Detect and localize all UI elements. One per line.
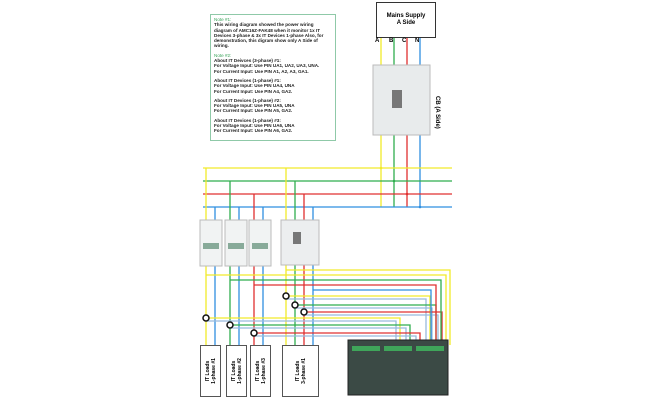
voltage-lead	[254, 284, 437, 345]
current-transformer	[291, 301, 299, 309]
ct-lead	[304, 314, 439, 345]
load-label: IT Loads 1-phase #2	[230, 358, 243, 384]
mains-supply-box: Mains Supply A Side	[376, 2, 436, 38]
ct-lead	[286, 295, 431, 345]
terminal-block	[352, 346, 380, 351]
ct-lead	[286, 298, 427, 345]
it-load-1phase-1: IT Loads 1-phase #1	[200, 345, 221, 397]
mcb-2-toggle	[228, 243, 244, 249]
voltage-lead	[206, 274, 447, 345]
load-label: IT Loads 1-phase #1	[204, 358, 217, 384]
voltage-lead	[230, 279, 442, 345]
ct-lead	[206, 320, 397, 345]
ct-lead	[230, 327, 407, 345]
note1-title: Note #1:	[214, 17, 232, 22]
voltage-lead	[286, 269, 451, 345]
ct-lead	[230, 324, 411, 345]
it-load-3phase-1: IT Loads 3-phase #1	[282, 345, 319, 397]
note2-block: About IT Devices (1-phase) #3: For Volta…	[214, 117, 295, 134]
current-transformer	[282, 292, 290, 300]
branch-breaker-3phase	[280, 219, 320, 266]
current-transformer	[226, 321, 234, 329]
current-transformer	[202, 314, 210, 322]
phase-label-b: B	[389, 38, 394, 44]
note2-block: About IT Devices (1-phase) #2: For Volta…	[214, 97, 295, 114]
terminal-block	[384, 346, 412, 351]
mcb-3-toggle	[252, 243, 268, 249]
junction-dot	[392, 179, 396, 183]
phase-label-c: C	[402, 38, 407, 44]
note2-title: Note #2:	[214, 52, 232, 58]
current-transformer	[250, 329, 258, 337]
junction-dot	[379, 166, 383, 170]
ct-lead	[295, 307, 433, 345]
junction-dot	[418, 205, 422, 209]
note2-block: About IT Devices (1-phase) #1: For Volta…	[214, 77, 295, 94]
note2-block: About IT Deivces (3-phase) #1: For Volta…	[214, 58, 320, 74]
terminal-block	[416, 346, 444, 351]
current-transformer	[300, 308, 308, 316]
load-label: IT Loads 3-phase #1	[294, 358, 307, 384]
breaker-handle	[392, 90, 402, 108]
breaker-label: CB (A Side)	[434, 96, 440, 129]
it-load-1phase-2: IT Loads 1-phase #2	[226, 345, 247, 397]
ct-lead	[304, 311, 443, 345]
branch-breaker-handle	[293, 232, 301, 244]
junction-dot	[405, 192, 409, 196]
load-label: IT Loads 1-phase #3	[254, 358, 267, 384]
note1-text: This wiring diagram showed the power wir…	[214, 22, 324, 49]
voltage-lead	[313, 289, 432, 345]
phase-label-n: N	[415, 38, 420, 44]
phase-label-a: A	[375, 38, 380, 44]
notes-box: Note #1: This wiring diagram showed the …	[210, 14, 336, 141]
mcb-1-toggle	[203, 243, 219, 249]
it-load-1phase-3: IT Loads 1-phase #3	[250, 345, 271, 397]
